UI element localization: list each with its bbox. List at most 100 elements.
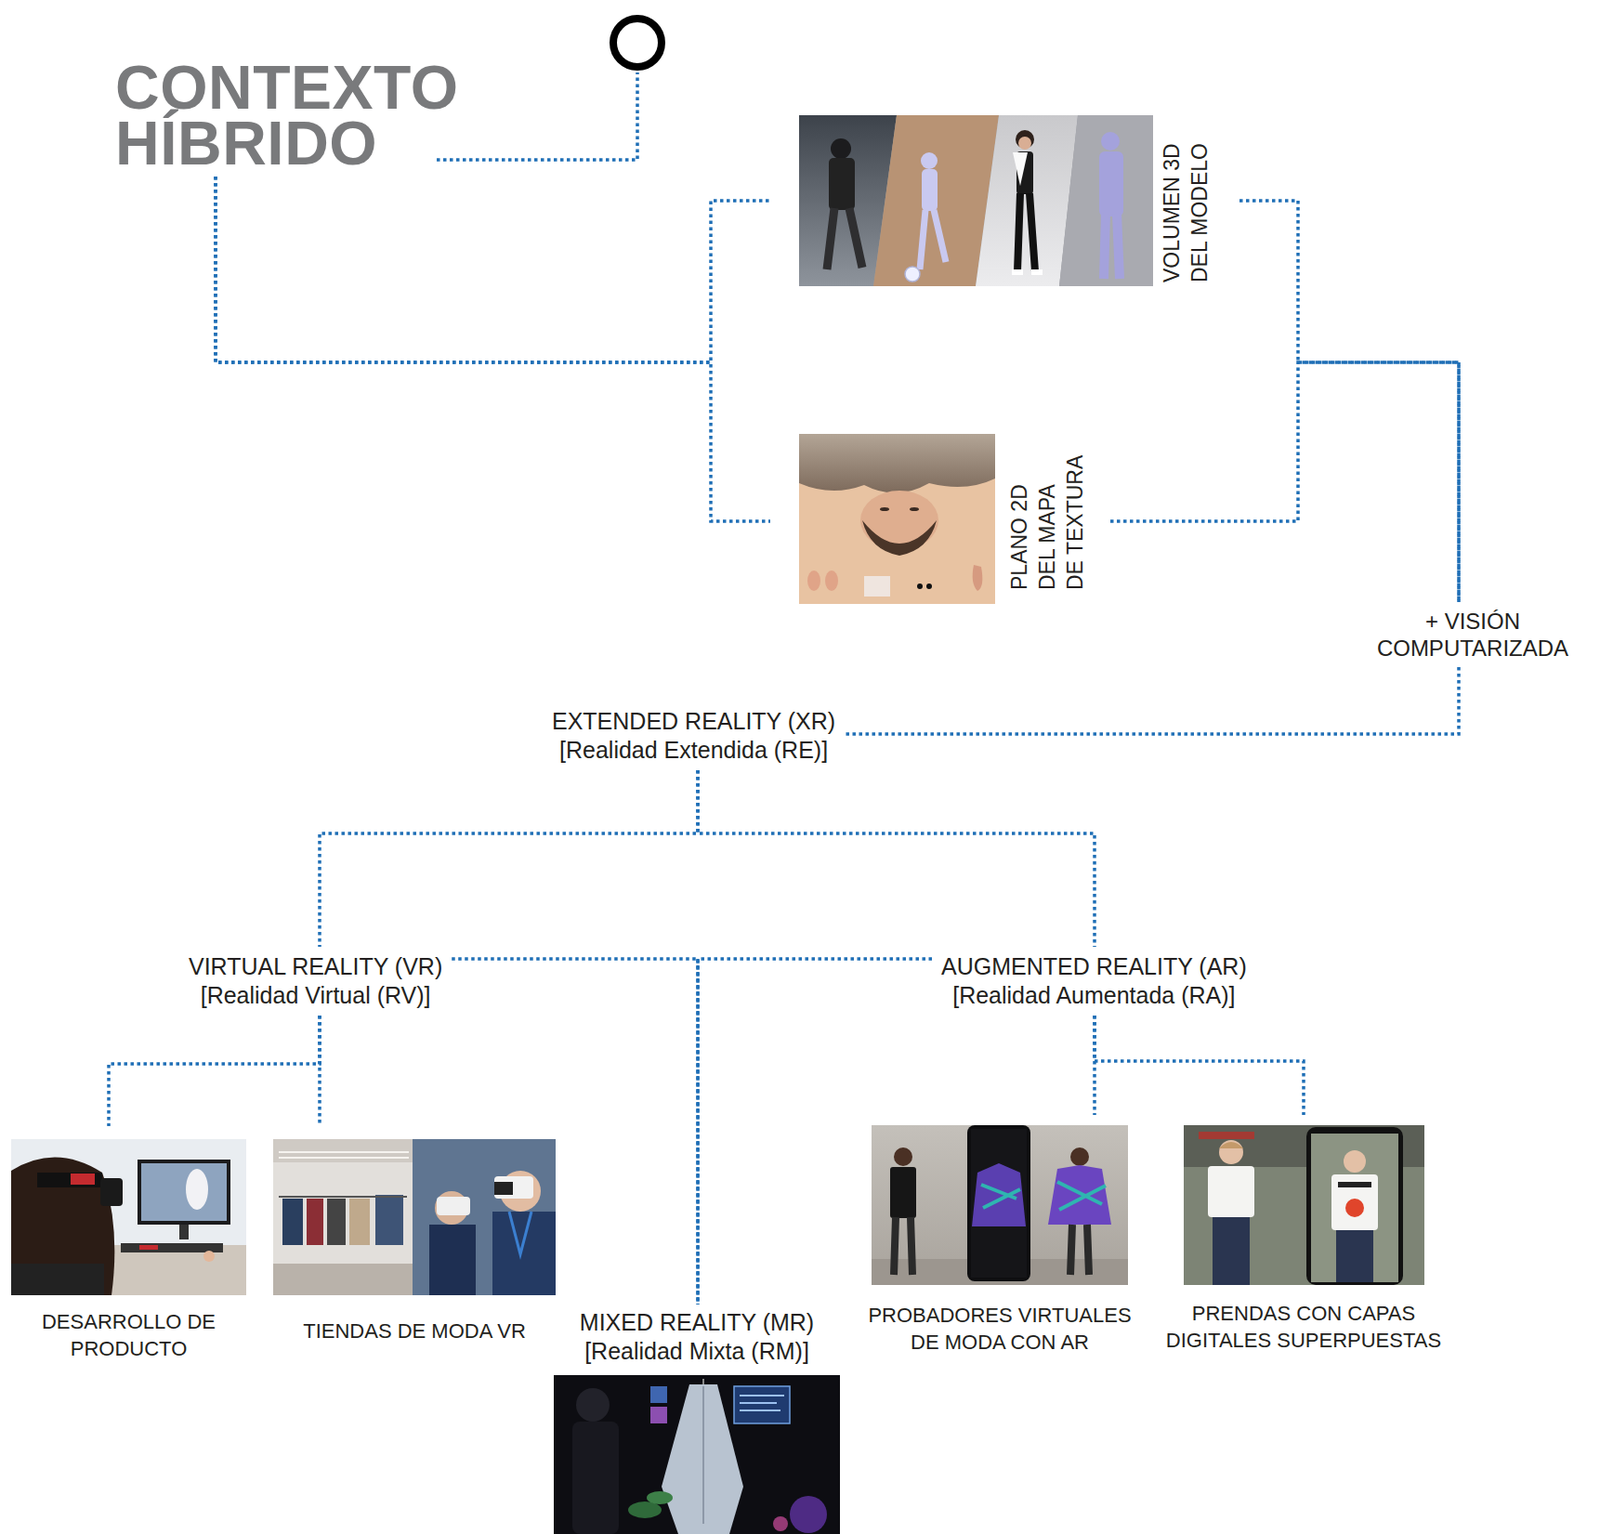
label-text: PROBADORES VIRTUALES DE MODA CON AR [855, 1301, 1144, 1356]
category-node: EXTENDED REALITY (XR)[Realidad Extendida… [542, 701, 845, 771]
vr-store-photo [327, 1198, 346, 1246]
texture-map-image [972, 564, 984, 591]
product-development-photo [185, 1168, 209, 1210]
product-development-photo [11, 1263, 105, 1296]
image-node: PLANO 2D DEL MAPA DE TEXTURA [770, 433, 1111, 604]
model-volume-image [1018, 136, 1032, 150]
ar-garment-photo [1337, 1181, 1372, 1188]
dotted-connector [844, 667, 1459, 735]
title-leader [436, 72, 638, 160]
ar-garment-photo [1219, 1140, 1244, 1165]
texture-map-image [864, 576, 891, 597]
image-node: DESARROLLO DE PRODUCTO [3, 1126, 254, 1366]
label-text: VOLUMEN 3D DEL MODELO [1157, 119, 1214, 283]
ar-garment-photo [1212, 1217, 1250, 1286]
vr-store-photo [278, 1152, 409, 1158]
dotted-connector [108, 1015, 320, 1127]
dotted-connector [1094, 1015, 1304, 1115]
title-leader [436, 18, 662, 160]
model-volume-image [826, 208, 863, 270]
process-label: + VISIÓN COMPUTARIZADA [1365, 602, 1580, 668]
vr-store-photo [509, 1211, 532, 1255]
heading-node: CONTEXTO HÍBRIDO [115, 59, 462, 177]
vr-store-photo [494, 1181, 513, 1195]
model-volume-image [1099, 151, 1124, 217]
label-text: PRENDAS CON CAPAS DIGITALES SUPERPUESTAS [1154, 1299, 1453, 1354]
label-text: [Realidad Aumentada (RA)] [941, 981, 1247, 1010]
vr-store-photo [273, 1139, 413, 1163]
ar-garment-photo [1331, 1174, 1378, 1231]
vr-store-photo [492, 1211, 556, 1296]
model-volume-image [1011, 269, 1023, 276]
image-node: PROBADORES VIRTUALES DE MODA CON AR [855, 1114, 1144, 1360]
label-text: CONTEXTO HÍBRIDO [115, 59, 459, 171]
texture-map-image [860, 490, 939, 551]
label-text: TIENDAS DE MODA VR [267, 1317, 562, 1345]
product-development-photo [141, 1163, 227, 1221]
dotted-connector [1239, 200, 1459, 603]
dotted-connector [215, 176, 771, 522]
mixed-reality-photo [661, 1384, 744, 1534]
mixed-reality-photo [572, 1421, 619, 1534]
ar-garment-photo [1343, 1150, 1366, 1173]
model-volume-image [828, 157, 855, 210]
model-volume-image [1031, 269, 1043, 276]
dotted-connector [451, 958, 698, 1305]
model-volume-image [919, 209, 946, 270]
category-node: AUGMENTED REALITY (AR)[Realidad Aumentad… [931, 946, 1257, 1016]
texture-map-image [807, 570, 821, 591]
dotted-connector [317, 1015, 322, 1127]
vr-store-photo [429, 1224, 476, 1296]
product-development-photo [179, 1224, 189, 1240]
ar-fitting-room-photo [971, 1163, 1026, 1227]
mixed-reality-photo [739, 1395, 785, 1411]
title-leader [613, 18, 662, 67]
model-volume-image [799, 115, 1154, 287]
mixed-reality-photo [789, 1495, 827, 1534]
label-text: [Realidad Mixta (RM)] [553, 1337, 840, 1366]
ar-fitting-room-photo [893, 1217, 913, 1275]
category-node: MIXED REALITY (MR)[Realidad Mixta (RM)] [553, 1304, 840, 1534]
vr-store-photo [273, 1263, 413, 1296]
dotted-connector [697, 958, 932, 1305]
ar-garment-photo [1311, 1133, 1399, 1283]
ar-fitting-room-photo [967, 1125, 1031, 1282]
dotted-connector [319, 770, 698, 947]
dotted-connector [1110, 362, 1459, 603]
model-volume-image [799, 115, 1154, 287]
product-development-photo [11, 1139, 247, 1296]
ar-garment-photo [1183, 1125, 1425, 1286]
ar-fitting-room-photo [1070, 1224, 1089, 1275]
label-text: DESARROLLO DE PRODUCTO [3, 1308, 254, 1363]
label-text: + VISIÓN COMPUTARIZADA [1375, 607, 1571, 662]
product-development-photo [11, 1156, 115, 1296]
product-development-photo [139, 1245, 158, 1250]
vr-store-photo [278, 1195, 407, 1198]
mixed-reality-photo [576, 1388, 610, 1422]
model-volume-image [1101, 131, 1120, 151]
label-text: [Realidad Virtual (RV)] [188, 981, 443, 1010]
label-text: VIRTUAL REALITY (VR) [188, 952, 443, 982]
ar-garment-photo [1336, 1230, 1374, 1283]
image-node: TIENDAS DE MODA VR [267, 1126, 562, 1349]
mixed-reality-photo [553, 1375, 840, 1534]
ar-garment-photo [1306, 1127, 1404, 1286]
model-volume-image [904, 266, 920, 282]
ar-fitting-room-photo [871, 1125, 1128, 1286]
vr-store-photo [494, 1176, 534, 1199]
vr-store-photo [349, 1198, 370, 1246]
product-development-photo [137, 1159, 231, 1225]
ar-garment-photo [1219, 1141, 1244, 1149]
ar-fitting-room-photo [981, 1184, 1021, 1208]
vr-store-photo [282, 1198, 303, 1246]
ar-fitting-room-photo [890, 1167, 917, 1219]
mixed-reality-photo [773, 1516, 788, 1532]
texture-map-image [825, 570, 839, 591]
product-development-photo [11, 1139, 247, 1296]
image-node: PRENDAS CON CAPAS DIGITALES SUPERPUESTAS [1154, 1114, 1453, 1358]
vr-store-photo [306, 1198, 324, 1246]
mixed-reality-photo [650, 1386, 668, 1404]
texture-map-image [909, 507, 919, 512]
dotted-connector [215, 176, 771, 363]
image-node: VOLUMEN 3D DEL MODELO [770, 115, 1240, 287]
